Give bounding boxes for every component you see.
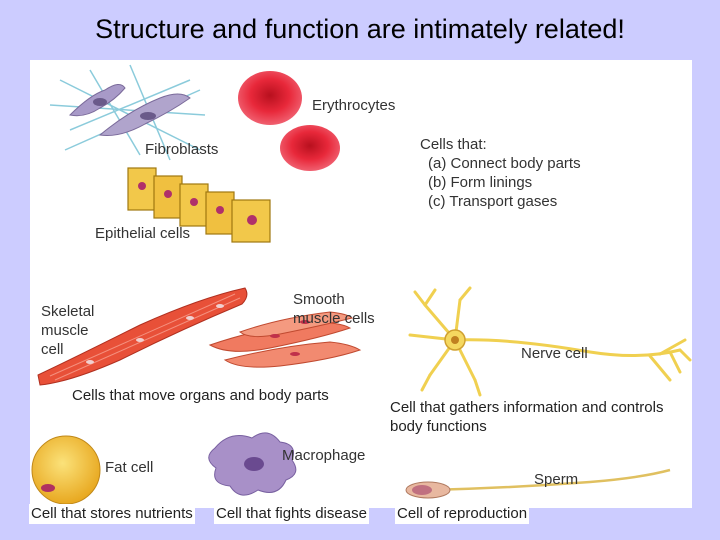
fibroblasts-label: Fibroblasts — [145, 141, 219, 158]
nerve-cell-image — [408, 286, 692, 397]
cell-illustrations — [31, 64, 692, 505]
illustration-panel: Erythrocytes Fibroblasts Cells that: (a)… — [30, 60, 692, 508]
sperm-label: Sperm — [534, 471, 579, 488]
erythrocytes-label: Erythrocytes — [312, 97, 396, 114]
sperm-caption: Cell of reproduction — [395, 504, 530, 524]
sperm-image — [405, 468, 671, 499]
skeletal-muscle-image — [37, 287, 248, 386]
macrophage-caption: Cell that fights disease — [214, 504, 369, 524]
fat-cell-image — [31, 435, 101, 505]
cells-that-b: (b) Form linings — [428, 174, 533, 191]
fibroblast-image — [49, 64, 206, 161]
erythrocyte-image — [238, 71, 340, 171]
epithelial-label: Epithelial cells — [95, 225, 191, 242]
nerve-cell-label: Nerve cell — [521, 345, 588, 362]
macrophage-label: Macrophage — [282, 447, 366, 464]
fat-caption: Cell that stores nutrients — [29, 504, 195, 524]
fat-cell-label: Fat cell — [105, 459, 154, 476]
cells-that-header: Cells that: — [420, 136, 487, 153]
cells-that-c: (c) Transport gases — [428, 193, 558, 210]
page-title: Structure and function are intimately re… — [95, 14, 625, 44]
smooth-muscle-image — [208, 311, 362, 368]
nerve-caption: Cell that gathers information and contro… — [390, 399, 664, 435]
epithelial-image — [127, 167, 271, 243]
smooth-muscle-label: Smooth muscle cells — [293, 291, 375, 327]
skeletal-muscle-label: Skeletal muscle cell — [41, 303, 95, 358]
cells-that-a: (a) Connect body parts — [428, 155, 581, 172]
macrophage-image — [208, 432, 297, 496]
move-caption: Cells that move organs and body parts — [72, 387, 329, 404]
